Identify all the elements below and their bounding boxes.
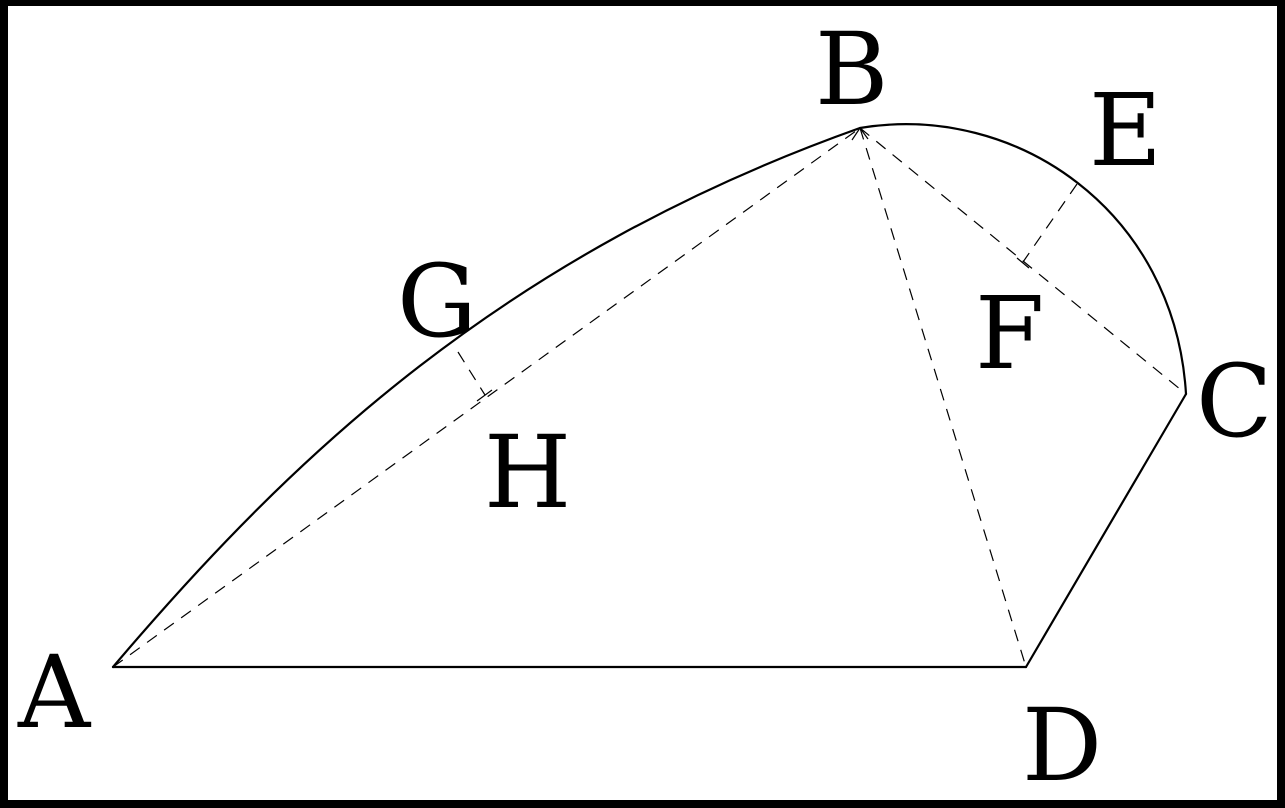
label-b: B [815,11,889,128]
vertex-b-marks [851,127,869,141]
dashed-lines [112,127,1187,668]
segment-bd [859,127,1027,668]
foot-mark-f [1016,257,1030,269]
segment-cd [1024,392,1188,669]
foot-mark-h [476,389,493,402]
foot-marks [476,257,1030,402]
label-f: F [975,275,1044,392]
arc-bc [858,123,1188,396]
solid-outline [111,123,1188,669]
point-labels: A B C D E F G H [17,11,1273,804]
label-a: A [17,634,92,751]
segment-ef [1022,183,1078,263]
chord-ab [112,127,861,668]
figure-canvas [8,6,1277,800]
label-h: H [484,414,571,531]
arc-ab [111,126,862,669]
label-g: G [397,243,477,360]
label-e: E [1089,72,1162,189]
segment-gh [457,351,486,396]
label-d: D [1022,687,1102,804]
b-mark-right [859,127,869,140]
b-mark-left [851,127,861,141]
label-c: C [1196,343,1273,460]
